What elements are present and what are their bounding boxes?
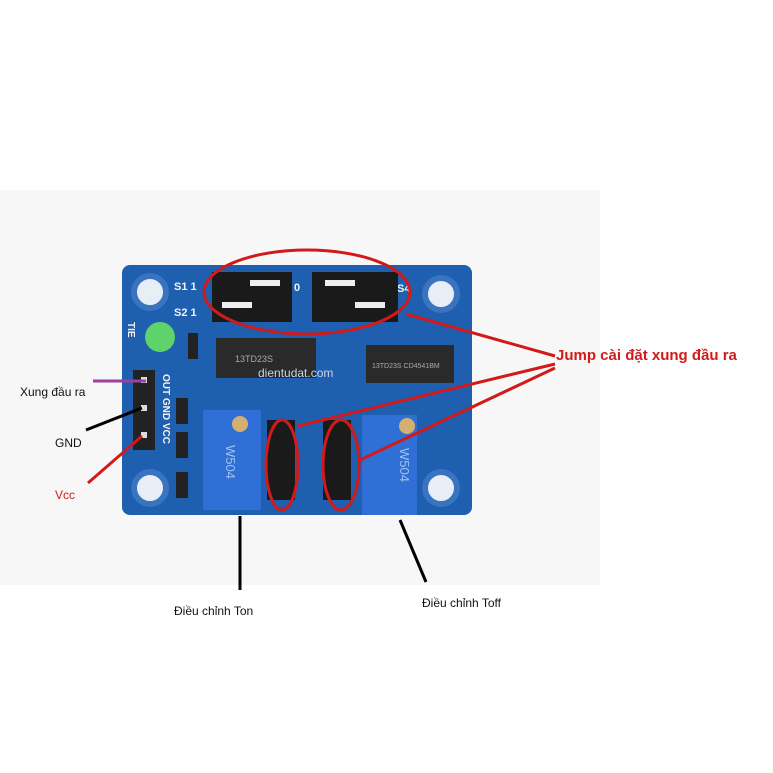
adjust-ton-label: Điều chỉnh Ton xyxy=(174,604,254,618)
pot-ton-label: W504 xyxy=(223,445,238,479)
s1-label: S1 1 xyxy=(174,281,197,293)
tie-label: TIE xyxy=(125,322,136,338)
zero-label: 0 xyxy=(294,282,300,294)
jumper-pointer-lines xyxy=(297,312,556,462)
gnd-label: GND xyxy=(55,436,82,450)
chip-right-label: 13TD23S CD4541BM xyxy=(372,363,440,370)
smd-resistors xyxy=(176,333,198,498)
adjust-toff-label: Điều chỉnh Toff xyxy=(422,596,501,610)
ic-chip-left xyxy=(216,338,316,378)
vcc-label: Vcc xyxy=(55,488,76,502)
chip-left-label: 13TD23S xyxy=(235,354,273,364)
s2-label: S2 1 xyxy=(174,307,197,319)
gnd-pointer-line xyxy=(85,406,143,432)
mounting-holes xyxy=(131,273,460,507)
toff-pointer-line xyxy=(398,519,428,583)
vcc-pointer-line xyxy=(87,434,143,485)
jumper-block-left xyxy=(212,272,292,322)
ic-chip-right xyxy=(366,345,454,383)
pot-toff-label: W504 xyxy=(397,448,412,482)
output-pulse-label: Xung đầu ra xyxy=(20,385,86,399)
potentiometer-ton xyxy=(203,410,261,510)
jumper-setting-label: Jump cài đặt xung đầu ra xyxy=(556,347,737,364)
watermark: dientudat.com xyxy=(258,366,333,380)
pins-label: OUT GND VCC xyxy=(160,374,171,444)
highlight-ellipses xyxy=(202,248,412,512)
green-led xyxy=(145,322,175,352)
jumper-block-right xyxy=(312,272,398,322)
